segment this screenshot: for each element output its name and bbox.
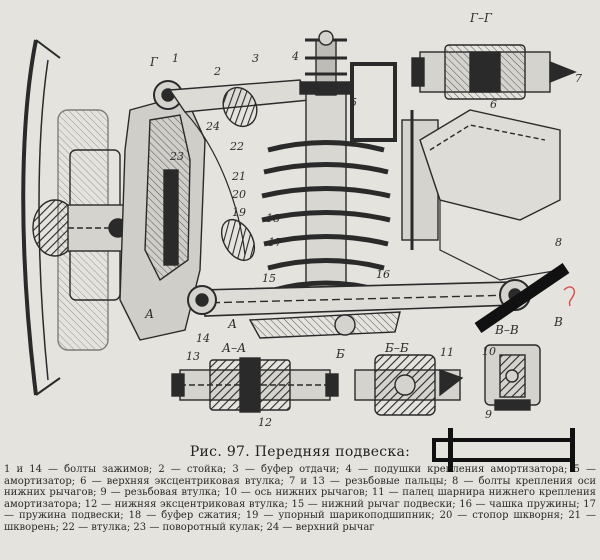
callout-2: 2 xyxy=(213,65,221,78)
callout-19: 19 xyxy=(232,206,246,219)
figure-caption-title: Рис. 97. Передняя подвеска: xyxy=(189,444,411,460)
spring-cup xyxy=(248,311,401,339)
callout-5: 5 xyxy=(350,96,357,109)
section-gg-drawing xyxy=(411,44,577,100)
compression-buffer xyxy=(220,219,256,261)
callout-10: 10 xyxy=(482,345,496,358)
callout-21: 21 xyxy=(231,170,246,183)
cut-mark-a-left: А xyxy=(144,307,154,321)
callout-9: 9 xyxy=(485,408,492,421)
callout-6: 6 xyxy=(490,98,497,111)
callout-1: 1 xyxy=(172,52,179,65)
section-label-vv: В–В xyxy=(494,323,519,337)
callout-22: 22 xyxy=(229,140,244,153)
callout-15: 15 xyxy=(262,272,276,285)
callout-24: 24 xyxy=(205,120,220,133)
section-label-gg: Г–Г xyxy=(469,11,493,25)
figure-caption-legend: 1 и 14 — болты зажимов; 2 — стойка; 3 — … xyxy=(4,464,596,533)
section-label-aa: А–А xyxy=(221,341,246,355)
callout-14: 14 xyxy=(196,332,210,345)
callout-3: 3 xyxy=(252,52,259,65)
frame-member xyxy=(419,109,561,221)
callout-4: 4 xyxy=(291,50,299,63)
callout-11: 11 xyxy=(440,346,454,359)
shock-absorber xyxy=(305,89,347,311)
kingpin xyxy=(163,169,179,266)
cut-mark-b: Б xyxy=(335,347,345,361)
section-bb-drawing xyxy=(354,354,464,416)
callout-8: 8 xyxy=(555,236,562,249)
cut-mark-v: В xyxy=(553,315,563,329)
section-vv-drawing xyxy=(484,344,541,411)
rebound-bumper xyxy=(222,86,258,128)
annotation-bracket xyxy=(430,424,590,474)
frame-bracket xyxy=(350,62,397,142)
cut-mark-a-right: А xyxy=(227,317,237,331)
callout-18: 18 xyxy=(266,212,280,225)
callout-17: 17 xyxy=(268,236,282,249)
callout-7: 7 xyxy=(575,72,582,85)
section-aa-drawing xyxy=(171,357,339,413)
coil-spring xyxy=(261,140,391,293)
annotation-slash xyxy=(474,263,570,333)
callout-12: 12 xyxy=(258,416,272,429)
callout-13: 13 xyxy=(186,350,200,363)
section-label-bb: Б–Б xyxy=(384,341,409,355)
wheel-rim xyxy=(21,39,38,396)
callout-23: 23 xyxy=(169,150,184,163)
cut-mark-g: Г xyxy=(149,55,159,69)
callout-16: 16 xyxy=(376,268,390,281)
annotation-red-mark xyxy=(563,286,576,307)
suspension-figure: Г–Г А–А Б–Б В–В Г А А Б В 1 2 3 4 5 6 7 … xyxy=(21,11,582,429)
callouts: 1 2 3 4 5 6 7 8 9 10 11 12 13 14 15 16 1… xyxy=(169,50,582,429)
callout-20: 20 xyxy=(231,188,246,201)
